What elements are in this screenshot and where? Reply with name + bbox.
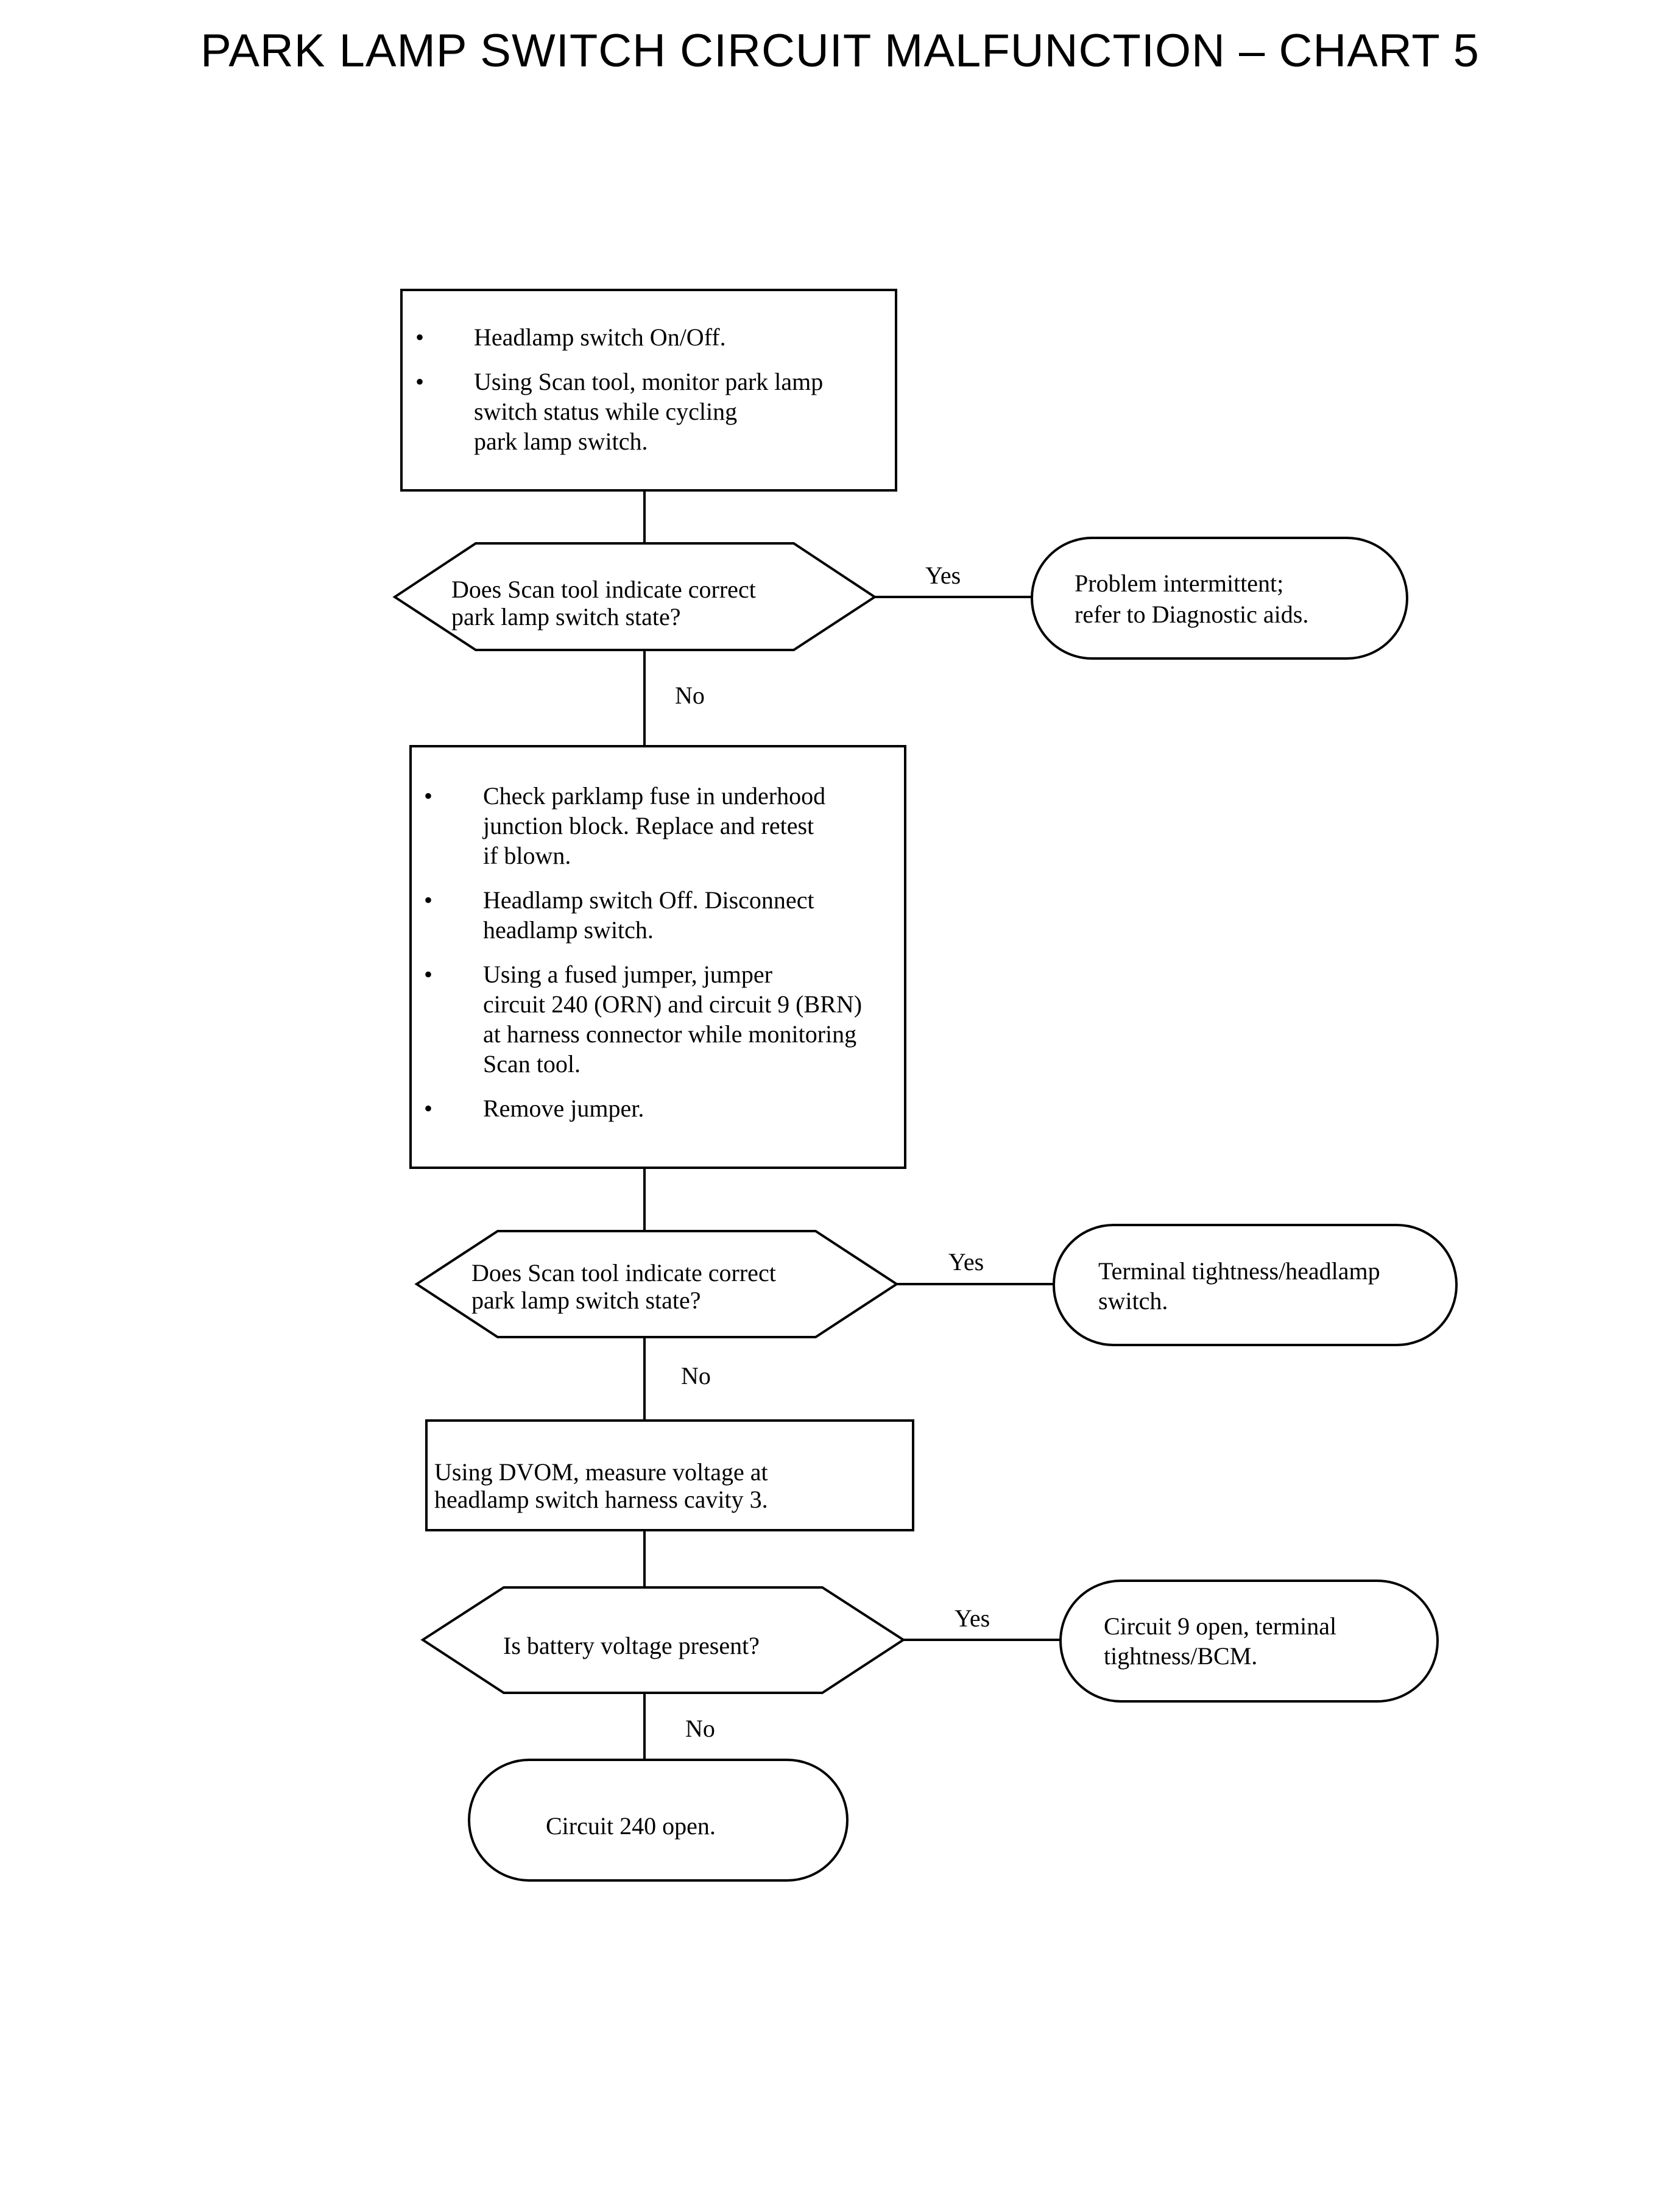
bullet: • [424,886,432,914]
box2-item-3-line-2: circuit 240 (ORN) and circuit 9 (BRN) [483,990,862,1018]
box3-line-1: Using DVOM, measure voltage at [434,1458,768,1486]
result4-line-1: Circuit 240 open. [546,1812,716,1840]
connectors [643,490,1061,1760]
decision3-line-1: Is battery voltage present? [503,1632,760,1659]
decision1-line-2: park lamp switch state? [451,603,681,630]
decision-1: Does Scan tool indicate correct park lam… [392,542,961,709]
box2-item-4-line-1: Remove jumper. [483,1095,644,1122]
result-4: Circuit 240 open. [468,1759,849,1882]
page-title: PARK LAMP SWITCH CIRCUIT MALFUNCTION – C… [200,25,1480,77]
box3-line-2: headlamp switch harness cavity 3. [434,1486,768,1513]
step-box-2: • Check parklamp fuse in underhood junct… [409,745,906,1169]
result2-line-1: Terminal tightness/headlamp [1098,1257,1380,1285]
result-3: Circuit 9 open, terminal tightness/BCM. [1059,1580,1439,1703]
box1-item-2-line-3: park lamp switch. [474,428,648,455]
box2-item-1-line-1: Check parklamp fuse in underhood [483,782,825,810]
box2-item-1-line-3: if blown. [483,842,571,869]
box2-item-2-line-1: Headlamp switch Off. Disconnect [483,886,814,914]
result3-line-1: Circuit 9 open, terminal [1104,1612,1336,1640]
box1-item-2-line-1: Using Scan tool, monitor park lamp [474,368,823,395]
decision1-yes-label: Yes [925,562,961,589]
bullet: • [415,368,424,395]
box2-item-3-line-3: at harness connector while monitoring [483,1020,856,1048]
result-2: Terminal tightness/headlamp switch. [1053,1224,1458,1346]
decision2-line-2: park lamp switch state? [471,1287,701,1314]
step-box-3: Using DVOM, measure voltage at headlamp … [425,1419,914,1531]
bullet: • [424,961,432,988]
decision3-no-label: No [685,1715,715,1742]
decision2-yes-label: Yes [948,1248,984,1276]
decision1-line-1: Does Scan tool indicate correct [451,576,756,603]
bullet: • [415,323,424,351]
box2-item-2-line-2: headlamp switch. [483,916,654,944]
box1-item-1-line-1: Headlamp switch On/Off. [474,323,726,351]
result1-line-2: refer to Diagnostic aids. [1075,601,1308,628]
decision-3: Is battery voltage present? Yes No [420,1586,990,1742]
result1-line-1: Problem intermittent; [1075,570,1283,597]
box2-item-3-line-4: Scan tool. [483,1050,581,1078]
step-box-1: • Headlamp switch On/Off. • Using Scan t… [400,289,897,492]
decision1-no-label: No [675,682,705,709]
decision2-line-1: Does Scan tool indicate correct [471,1259,776,1287]
decision2-no-label: No [681,1362,711,1389]
box1-item-2-line-2: switch status while cycling [474,398,737,425]
bullet: • [424,1095,432,1122]
result3-line-2: tightness/BCM. [1104,1642,1257,1670]
result2-line-2: switch. [1098,1287,1168,1315]
box2-item-3-line-1: Using a fused jumper, jumper [483,961,772,988]
decision-2: Does Scan tool indicate correct park lam… [414,1230,984,1389]
box2-item-1-line-2: junction block. Replace and retest [482,812,814,839]
decision3-yes-label: Yes [955,1605,990,1632]
bullet: • [424,782,432,810]
result-1: Problem intermittent; refer to Diagnosti… [1031,537,1408,660]
